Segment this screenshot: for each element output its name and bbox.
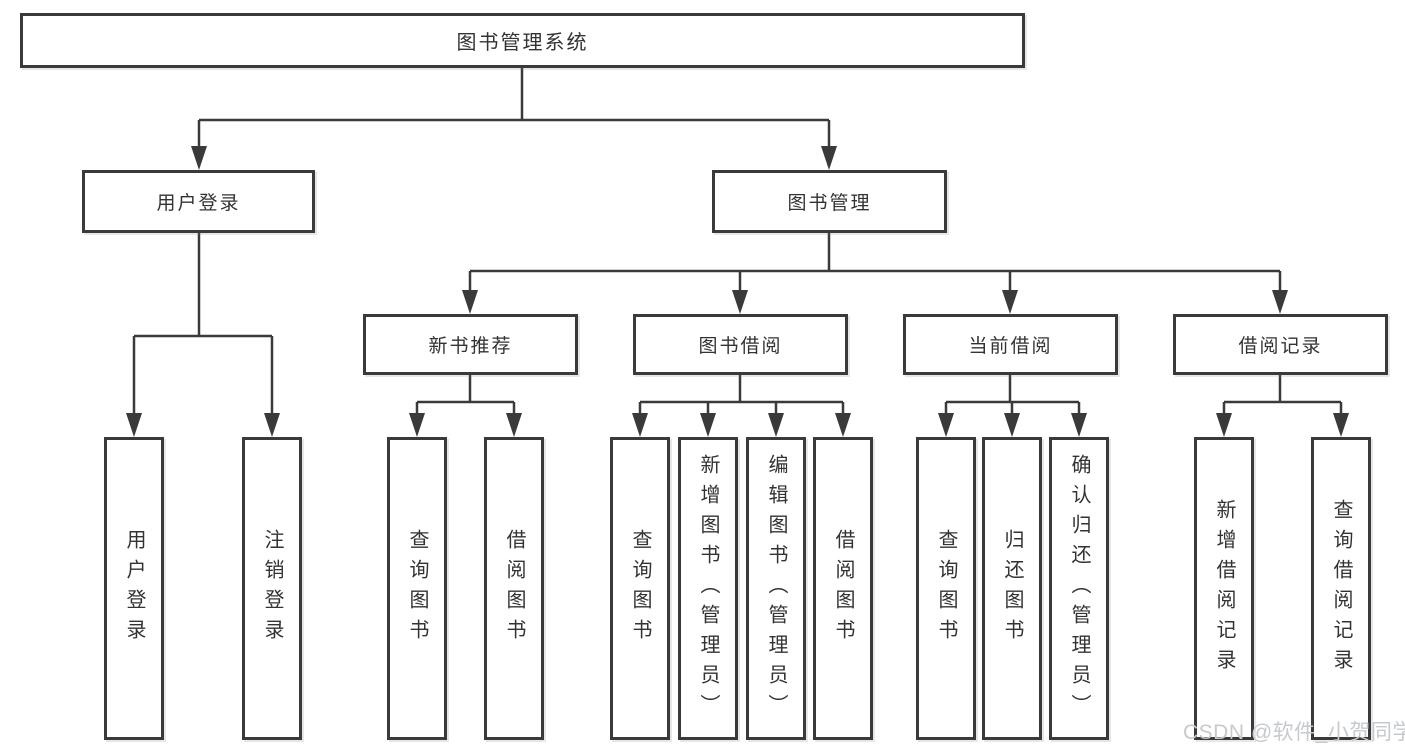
node-root: 图书管理系统 [20,13,1025,68]
connector-new-book-recommend-children [409,375,522,437]
node-label: 查询图书 [935,528,957,649]
leaf-query-books-borrow: 查询图书 [610,437,670,740]
leaf-query-books-current: 查询图书 [916,437,976,740]
leaf-add-borrow-record: 新增借阅记录 [1194,437,1254,740]
node-new-book-recommend: 新书推荐 [363,314,578,375]
connector-user-login-children [126,233,280,437]
connector-book-management-children [462,233,1288,314]
node-label: 借阅图书 [832,528,854,649]
node-user-login: 用户登录 [82,170,315,233]
node-book-management: 图书管理 [712,170,947,233]
node-label: 图书借阅 [698,336,783,357]
leaf-confirm-return-admin: 确认归还（管理员） [1049,437,1109,740]
leaf-borrow-books-recommend: 借阅图书 [484,437,544,740]
node-label: 查询图书 [629,528,651,649]
leaf-logout: 注销登录 [242,437,302,740]
node-label: 图书管理系统 [456,32,589,54]
connector-borrow-records-children [1216,375,1349,437]
node-label: 查询借阅记录 [1330,498,1352,679]
node-label: 编辑图书（管理员） [765,453,787,724]
leaf-borrow-books: 借阅图书 [813,437,873,740]
node-label: 借阅图书 [503,528,525,649]
leaf-user-login: 用户登录 [104,437,164,740]
leaf-query-books-recommend: 查询图书 [387,437,447,740]
leaf-return-book: 归还图书 [982,437,1042,740]
node-label: 借阅记录 [1238,336,1323,357]
node-borrow-records: 借阅记录 [1173,314,1388,375]
node-book-borrow: 图书借阅 [633,314,848,375]
connector-root-to-level2 [191,68,837,170]
node-label: 查询图书 [406,528,428,649]
leaf-query-borrow-record: 查询借阅记录 [1311,437,1371,740]
node-label: 当前借阅 [968,336,1053,357]
csdn-watermark: CSDN @软件_小贺同学 [1183,721,1405,744]
connector-current-borrow-children [938,375,1087,437]
node-label: 确认归还（管理员） [1068,453,1090,724]
leaf-add-book-admin: 新增图书（管理员） [678,437,738,740]
node-label: 新书推荐 [428,336,513,357]
node-current-borrow: 当前借阅 [903,314,1118,375]
connector-book-borrow-children [632,375,851,437]
node-label: 注销登录 [261,528,283,649]
node-label: 新增借阅记录 [1213,498,1235,679]
node-label: 图书管理 [787,193,872,214]
leaf-edit-book-admin: 编辑图书（管理员） [746,437,806,740]
node-label: 归还图书 [1001,528,1023,649]
node-label: 用户登录 [156,193,241,214]
node-label: 新增图书（管理员） [697,453,719,724]
node-label: 用户登录 [123,528,145,649]
